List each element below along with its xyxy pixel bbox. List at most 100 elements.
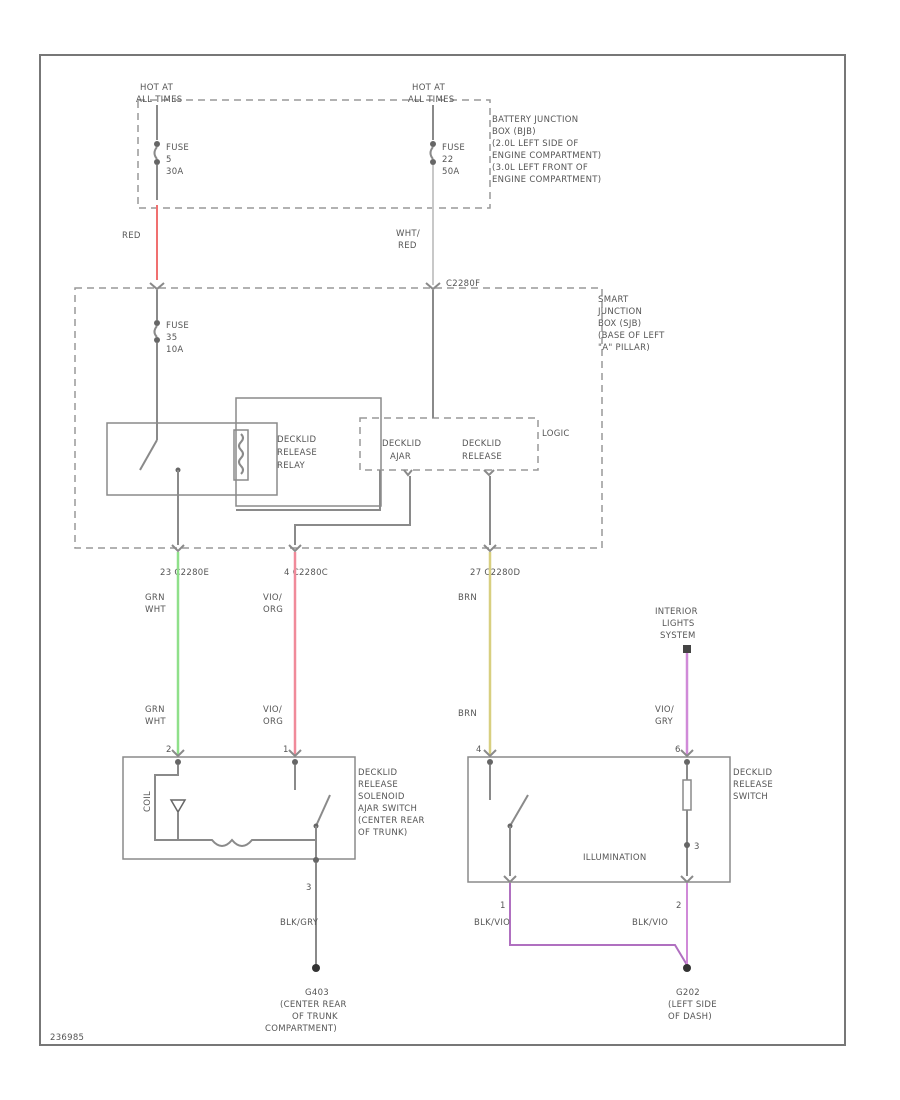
- decklid-release-2: RELEASE: [462, 452, 502, 462]
- connector-marker-right: [425, 282, 441, 291]
- fuse-right-terminal-bottom: [430, 159, 436, 165]
- pin-arrow-sol-right: [288, 749, 302, 758]
- pin-sw-3: 1: [500, 901, 506, 911]
- wire-red-label: RED: [122, 231, 141, 241]
- fuse-right-name: FUSE: [442, 143, 465, 153]
- illum-bulb-icon: [684, 842, 690, 848]
- battery-junction-box: [137, 99, 491, 209]
- solenoid-terminal-1: [292, 759, 298, 765]
- switch-terminal-4: [487, 759, 493, 765]
- solenoid-label-1: DECKLID: [358, 768, 397, 778]
- relay-box: [106, 422, 278, 496]
- ground-right-1: G202: [676, 988, 700, 998]
- wire-relay-coil-return: [236, 470, 381, 511]
- connector-marker-left: [149, 282, 165, 291]
- wire-wht-red-label-2: RED: [398, 241, 417, 251]
- illumination-label: ILLUMINATION: [583, 853, 646, 863]
- pin-arrow-sw-left: [483, 749, 497, 758]
- pin-arrow-sol-left: [171, 749, 185, 758]
- hot-right-line2: ALL TIMES: [408, 95, 455, 105]
- fuse-left-rating: 30A: [166, 167, 184, 177]
- solenoid-label-5: (CENTER REAR: [358, 816, 425, 826]
- conn-c2280d-marker: [483, 544, 497, 553]
- pin-arrow-sw-bottom-left: [503, 875, 517, 884]
- ground-left-3: OF TRUNK: [292, 1012, 338, 1022]
- bjb-label-4: ENGINE COMPARTMENT): [492, 151, 601, 161]
- sjb-label-3: BOX (SJB): [598, 319, 641, 329]
- sjb-label-2: JUNCTION: [597, 307, 642, 317]
- solenoid-diode-icon: [169, 799, 187, 814]
- pin-arrow-sw-bottom-right: [680, 875, 694, 884]
- solenoid-terminal-2: [175, 759, 181, 765]
- pin-sol-1: 2: [166, 745, 172, 755]
- wire-vio-org-1b: ORG: [263, 605, 283, 615]
- relay-coil-box: [235, 397, 382, 507]
- ground-left-1: G403: [305, 988, 329, 998]
- wire-vio-org-2b: ORG: [263, 717, 283, 727]
- pin-sw-2: 6: [675, 745, 681, 755]
- hot-left-line2: ALL TIMES: [136, 95, 183, 105]
- interior-lights-3: SYSTEM: [660, 631, 696, 641]
- pin-sol-2: 1: [283, 745, 289, 755]
- footer-code: 236985: [50, 1033, 84, 1043]
- wire-blk-vio-1: BLK/VIO: [474, 918, 510, 928]
- switch-label-1: DECKLID: [733, 768, 772, 778]
- interior-lights-terminal: [683, 645, 691, 653]
- ground-right-2: (LEFT SIDE: [668, 1000, 717, 1010]
- decklid-release-1: DECKLID: [462, 439, 501, 449]
- ground-left-icon: [312, 964, 320, 972]
- relay-switch-arm: [139, 439, 158, 471]
- conn-c2280c-marker: [288, 544, 302, 553]
- interior-lights-2: LIGHTS: [662, 619, 695, 629]
- fuse-left-terminal-top: [154, 141, 160, 147]
- relay-coil-icon: [233, 429, 249, 481]
- solenoid-label-6: OF TRUNK): [358, 828, 408, 838]
- solenoid-label-3: SOLENOID: [358, 792, 405, 802]
- hot-right-line1: HOT AT: [412, 83, 446, 93]
- solenoid-coil-path: [178, 838, 316, 847]
- solenoid-loop: [154, 765, 179, 841]
- bjb-label-6: ENGINE COMPARTMENT): [492, 175, 601, 185]
- solenoid-terminal-3: [313, 857, 319, 863]
- fuse-sjb-rating: 10A: [166, 345, 184, 355]
- pin-sw-4: 2: [676, 901, 682, 911]
- relay-coil-winding: [238, 433, 244, 475]
- switch-label-2: RELEASE: [733, 780, 773, 790]
- logic-label: LOGIC: [542, 429, 570, 439]
- wire-brn-1: BRN: [458, 593, 477, 603]
- ground-right-3: OF DASH): [668, 1012, 712, 1022]
- ajar-switch-arm: [315, 794, 331, 827]
- sjb-label-4: (BASE OF LEFT: [598, 331, 665, 341]
- smart-junction-box: [74, 287, 603, 549]
- wire-vio-gry-1: VIO/: [655, 705, 674, 715]
- ajar-pin: [403, 469, 413, 477]
- bjb-label-3: (2.0L LEFT SIDE OF: [492, 139, 579, 149]
- wire-grn-wht-2b: WHT: [145, 717, 166, 727]
- solenoid-coil-text: COIL: [143, 791, 153, 812]
- solenoid-box: [122, 756, 356, 860]
- decklid-ajar-2: AJAR: [390, 452, 411, 462]
- conn1-label: 23 C2280E: [160, 568, 209, 578]
- ground-right-icon: [683, 964, 691, 972]
- fuse-right-rating: 50A: [442, 167, 460, 177]
- pin-sw-5: 3: [694, 842, 700, 852]
- wire-vio-org-2a: VIO/: [263, 705, 282, 715]
- wire-blk-vio-left: [509, 883, 688, 966]
- interior-lights-1: INTERIOR: [655, 607, 698, 617]
- sjb-label-5: "A" PILLAR): [598, 343, 650, 353]
- ground-left-2: (CENTER REAR: [280, 1000, 347, 1010]
- solenoid-label-4: AJAR SWITCH: [358, 804, 417, 814]
- fuse-right-icon: [429, 146, 434, 160]
- release-pin: [483, 469, 495, 477]
- bjb-label-2: BOX (BJB): [492, 127, 536, 137]
- relay-label-2: RELEASE: [277, 448, 317, 458]
- pin-sol-3: 3: [306, 883, 312, 893]
- bjb-label-1: BATTERY JUNCTION: [492, 115, 578, 125]
- fuse-sjb-number: 35: [166, 333, 177, 343]
- pin-arrow-sw-right: [680, 749, 694, 758]
- fuse-right-number: 22: [442, 155, 453, 165]
- wire-grn-wht-1a: GRN: [145, 593, 165, 603]
- wire-blk-vio-2: BLK/VIO: [632, 918, 668, 928]
- hot-left-line1: HOT AT: [140, 83, 174, 93]
- wire-brn-2: BRN: [458, 709, 477, 719]
